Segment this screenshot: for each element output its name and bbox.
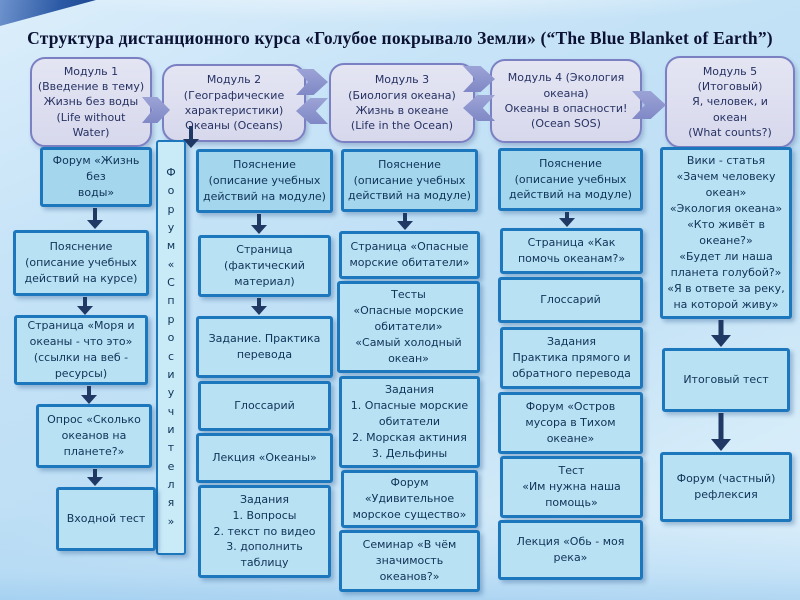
box-wiki-articles: Вики - статья «Зачем человеку океан» «Эк… bbox=[660, 147, 792, 319]
corner-wedge-decoration bbox=[0, 0, 96, 26]
box-forum-life-without-water: Форум «Жизнь без воды» bbox=[40, 147, 152, 207]
box-page-seas-oceans: Страница «Моря и океаны - что это» (ссыл… bbox=[14, 315, 148, 385]
top-sheen-decoration bbox=[0, 0, 800, 25]
box-page-factual-material: Страница (фактический материал) bbox=[198, 235, 331, 297]
page-title: Структура дистанционного курса «Голубое … bbox=[27, 28, 773, 48]
box-lecture-ob-river: Лекция «Обь - моя река» bbox=[498, 520, 643, 580]
box-test-they-need-help: Тест «Им нужна наша помощь» bbox=[500, 456, 643, 518]
box-tasks-m3: Задания 1. Опасные морские обитатели 2. … bbox=[339, 376, 480, 468]
down-arrow-icon bbox=[250, 214, 268, 234]
box-tasks-m2: Задания 1. Вопросы 2. текст по видео 3. … bbox=[198, 485, 331, 578]
box-tasks-m4: Задания Практика прямого и обратного пер… bbox=[500, 327, 643, 389]
down-arrow-icon bbox=[250, 298, 268, 315]
down-arrow-icon bbox=[86, 469, 104, 486]
box-glossary-m2: Глоссарий bbox=[198, 381, 331, 431]
box-glossary-m4: Глоссарий bbox=[498, 277, 643, 323]
down-arrow-icon bbox=[710, 413, 732, 451]
box-final-test: Итоговый тест bbox=[662, 348, 790, 412]
box-seminar-ocean-significance: Семинар «В чём значимость океанов?» bbox=[339, 530, 480, 592]
box-module3-explanation: Пояснение (описание учебных действий на … bbox=[341, 149, 478, 212]
box-course-explanation: Пояснение (описание учебных действий на … bbox=[13, 230, 149, 296]
down-arrow-icon bbox=[86, 208, 104, 229]
box-page-dangerous-inhabitants: Страница «Опасные морские обитатели» bbox=[339, 231, 480, 279]
down-arrow-icon bbox=[80, 386, 98, 404]
forum-ask-teacher-box: Ф о р у м « С п р о с и у ч и т е л я » bbox=[156, 140, 186, 555]
box-task-translation-practice: Задание. Практика перевода bbox=[196, 316, 333, 378]
down-arrow-icon bbox=[182, 126, 200, 148]
box-forum-private-reflection: Форум (частный) рефлексия bbox=[660, 452, 792, 522]
module-1-box: Модуль 1 (Введение в тему) Жизнь без вод… bbox=[30, 57, 152, 147]
box-entry-test: Входной тест bbox=[56, 487, 156, 551]
box-lecture-oceans: Лекция «Океаны» bbox=[196, 433, 333, 483]
down-arrow-icon bbox=[558, 212, 576, 227]
box-poll-how-many-oceans: Опрос «Сколько океанов на планете?» bbox=[36, 404, 152, 468]
box-module4-explanation: Пояснение (описание учебных действий на … bbox=[498, 148, 643, 211]
box-module2-explanation: Пояснение (описание учебных действий на … bbox=[196, 149, 333, 213]
module-5-box: Модуль 5 (Итоговый) Я, человек, и океан … bbox=[665, 56, 795, 148]
module-4-box: Модуль 4 (Экология океана) Океаны в опас… bbox=[490, 59, 642, 143]
module-3-box: Модуль 3 (Биология океана) Жизнь в океан… bbox=[329, 63, 475, 143]
down-arrow-icon bbox=[396, 213, 414, 230]
down-arrow-icon bbox=[710, 320, 732, 347]
box-forum-garbage-island: Форум «Остров мусора в Тихом океане» bbox=[498, 392, 643, 454]
box-page-help-oceans: Страница «Как помочь океанам?» bbox=[500, 228, 643, 274]
box-tests-m3: Тесты «Опасные морские обитатели» «Самый… bbox=[337, 281, 480, 373]
down-arrow-icon bbox=[76, 297, 94, 315]
box-forum-amazing-creature: Форум «Удивительное морское существо» bbox=[341, 470, 478, 528]
